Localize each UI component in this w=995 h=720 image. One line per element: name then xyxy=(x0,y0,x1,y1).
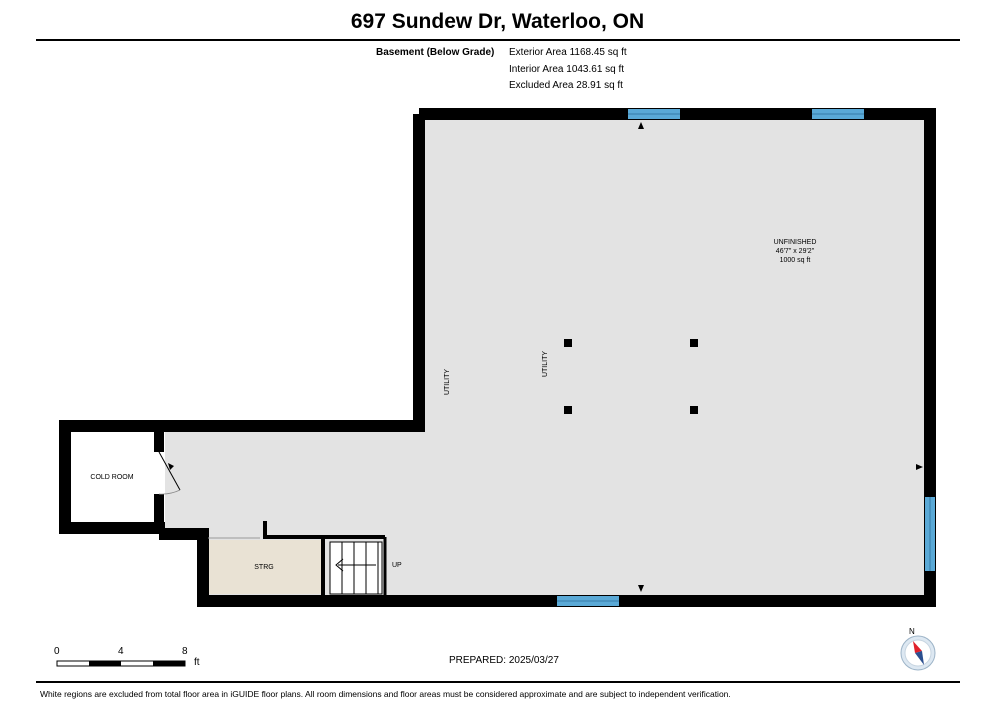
column xyxy=(564,406,572,414)
unfinished-area: 1000 sq ft xyxy=(780,257,811,264)
arrow-top xyxy=(638,122,644,129)
storage-label: STRG xyxy=(254,564,273,571)
cold-room-door xyxy=(158,451,181,491)
exterior-area: Exterior Area 1168.45 sq ft xyxy=(509,47,627,58)
unfinished-floor xyxy=(165,120,924,595)
unfinished-label: UNFINISHED xyxy=(774,239,817,246)
stairs xyxy=(329,541,383,595)
utility-label-1: UTILITY xyxy=(444,369,451,395)
interior-area: Interior Area 1043.61 sq ft xyxy=(509,64,625,75)
arrow-right xyxy=(916,464,923,470)
unfinished-dims: 46'7" x 29'2" xyxy=(776,248,815,255)
excluded-area: Excluded Area 28.91 sq ft xyxy=(509,80,623,91)
cold-room-door-arrow xyxy=(168,463,174,470)
scale-tick-8: 8 xyxy=(182,646,188,657)
column xyxy=(690,406,698,414)
page-title: 697 Sundew Dr, Waterloo, ON xyxy=(350,10,645,33)
scale-bar xyxy=(56,660,186,667)
stairs-up-label: UP xyxy=(392,562,402,569)
scale-tick-4: 4 xyxy=(118,646,124,657)
arrow-bottom xyxy=(638,585,644,592)
cold-room-door-swing xyxy=(158,489,181,495)
column xyxy=(564,339,572,347)
cold-room-wall xyxy=(59,420,165,534)
cold-room-label: COLD ROOM xyxy=(90,474,133,481)
windows xyxy=(557,109,935,606)
footer-rule xyxy=(36,681,960,683)
column xyxy=(690,339,698,347)
storage-floor xyxy=(208,540,321,594)
header-rule xyxy=(36,39,960,41)
prepared-date: PREPARED: 2025/03/27 xyxy=(449,655,559,666)
compass-north: N xyxy=(909,627,915,636)
footer-disclaimer: White regions are excluded from total fl… xyxy=(40,689,731,699)
cold-room-floor xyxy=(71,431,154,522)
scale-tick-0: 0 xyxy=(54,646,60,657)
compass-icon xyxy=(900,635,936,671)
scale-unit: ft xyxy=(194,657,200,668)
floor-name: Basement (Below Grade) xyxy=(376,47,495,58)
utility-label-2: UTILITY xyxy=(542,351,549,377)
